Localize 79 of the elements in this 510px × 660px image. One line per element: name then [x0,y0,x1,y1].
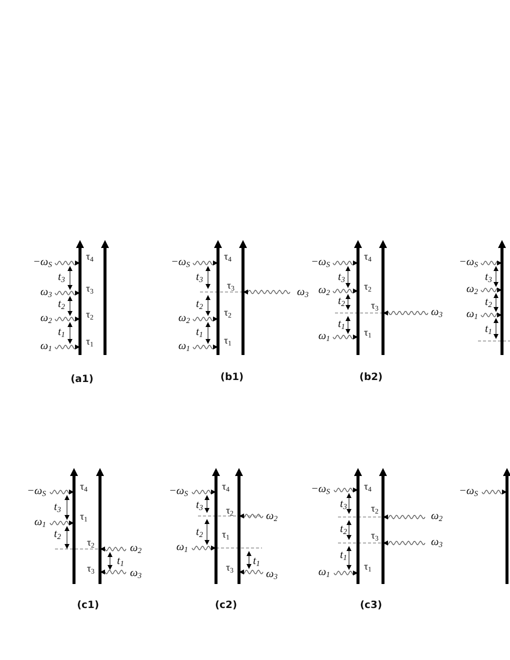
interval-label: t$_{1}$ [253,556,260,568]
time-point-label: τ$_{1}$ [224,336,232,348]
panel-label: (c2) [214,601,238,611]
interval-label: t$_{1}$ [340,550,347,562]
frequency-label: ω$_{3}$ [266,569,278,581]
interval-label: t$_{1}$ [58,327,65,339]
time-point-label: τ$_{2}$ [371,504,379,516]
time-point-label: τ$_{2}$ [87,538,95,550]
frequency-label: ω$_{2}$ [431,511,443,523]
time-point-label: τ$_{4}$ [224,252,232,264]
interval-label: t$_{3}$ [58,272,65,284]
frequency-label: ω$_{3}$ [40,287,52,299]
interval-label: t$_{2}$ [196,527,203,539]
panel-label: (b1) [220,373,244,383]
frequency-label: ω$_{1}$ [318,331,330,343]
interval-label: t$_{3}$ [340,499,347,511]
time-point-label: τ$_{1}$ [364,328,372,340]
frequency-label: ω$_{1}$ [466,309,478,321]
panel-label: (a1) [70,375,94,385]
frequency-label: ω$_{2}$ [466,284,478,296]
time-point-label: τ$_{4}$ [86,252,94,264]
frequency-label: −ω$_{S}$ [310,257,330,269]
interval-label: t$_{1}$ [485,324,492,336]
frequency-label: ω$_{1}$ [34,517,46,529]
time-point-label: τ$_{4}$ [222,482,230,494]
interval-label: t$_{3}$ [485,272,492,284]
time-point-label: τ$_{2}$ [364,282,372,294]
interval-label: t$_{2}$ [338,296,345,308]
frequency-label: −ω$_{S}$ [310,484,330,496]
frequency-label: ω$_{2}$ [178,313,190,325]
frequency-label: ω$_{3}$ [431,537,443,549]
frequency-label: ω$_{3}$ [431,307,443,319]
frequency-label: ω$_{1}$ [178,341,190,353]
interval-label: t$_{2}$ [58,299,65,311]
panel-label: (c1) [76,601,100,611]
frequency-label: ω$_{1}$ [176,542,188,554]
frequency-label: −ω$_{S}$ [32,257,52,269]
interval-label: t$_{3}$ [54,502,61,514]
panel-label: (b2) [359,373,383,383]
frequency-label: −ω$_{S}$ [170,257,190,269]
time-point-label: τ$_{4}$ [80,482,88,494]
interval-label: t$_{1}$ [338,319,345,331]
interval-label: t$_{2}$ [485,297,492,309]
time-point-label: τ$_{3}$ [87,564,95,576]
frequency-label: −ω$_{S}$ [168,486,188,498]
time-point-label: τ$_{1}$ [80,512,88,524]
interval-label: t$_{2}$ [54,529,61,541]
frequency-label: ω$_{1}$ [318,567,330,579]
time-point-label: τ$_{3}$ [227,282,235,292]
time-point-label: τ$_{3}$ [86,284,94,296]
frequency-label: −ω$_{S}$ [458,486,478,498]
frequency-label: ω$_{2}$ [318,285,330,297]
time-point-label: τ$_{4}$ [364,252,372,264]
interval-label: t$_{2}$ [196,299,203,311]
interval-label: t$_{1}$ [196,327,203,339]
time-point-label: τ$_{1}$ [364,562,372,574]
frequency-label: −ω$_{S}$ [458,257,478,269]
time-point-label: τ$_{3}$ [226,564,234,574]
frequency-label: ω$_{2}$ [266,511,278,523]
interval-label: t$_{3}$ [196,500,203,512]
time-point-label: τ$_{2}$ [224,308,232,320]
interval-label: t$_{2}$ [340,524,347,536]
time-point-label: τ$_{3}$ [371,532,379,542]
time-point-label: τ$_{1}$ [86,338,94,348]
frequency-label: ω$_{3}$ [297,287,309,299]
time-point-label: τ$_{2}$ [86,310,94,322]
panel-label: (c3) [360,601,382,611]
frequency-label: ω$_{2}$ [40,313,52,325]
interval-label: t$_{3}$ [338,272,345,284]
interval-label: t$_{3}$ [196,272,203,284]
time-point-label: τ$_{2}$ [226,506,234,518]
time-point-label: τ$_{4}$ [364,482,372,494]
frequency-label: ω$_{1}$ [40,341,52,353]
frequency-label: ω$_{3}$ [130,568,142,580]
frequency-label: ω$_{2}$ [130,543,142,555]
time-point-label: τ$_{1}$ [222,530,230,542]
interval-label: t$_{1}$ [117,556,124,568]
frequency-label: −ω$_{S}$ [26,486,46,498]
time-point-label: τ$_{3}$ [371,302,379,312]
